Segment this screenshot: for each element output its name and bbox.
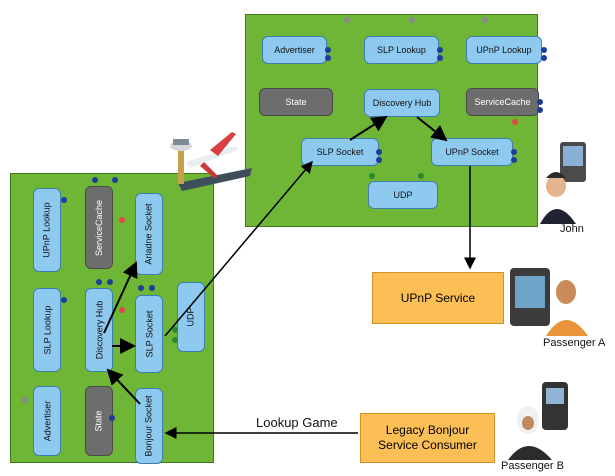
- port-markers-left: [22, 177, 178, 421]
- port-markers-right: [325, 17, 547, 179]
- john-illustration: [540, 142, 586, 224]
- passenger-b-illustration: [508, 382, 568, 460]
- arrow-hub-to-ariadne-socket-left: [104, 263, 136, 333]
- arrow-slp-socket-to-hub-right: [350, 117, 386, 140]
- arrow-bonjour-socket-to-hub-left: [108, 370, 140, 404]
- airport-illustration: [170, 132, 252, 191]
- passenger-a-illustration: [510, 268, 588, 336]
- arrow-hub-to-upnp-socket-right: [417, 117, 446, 140]
